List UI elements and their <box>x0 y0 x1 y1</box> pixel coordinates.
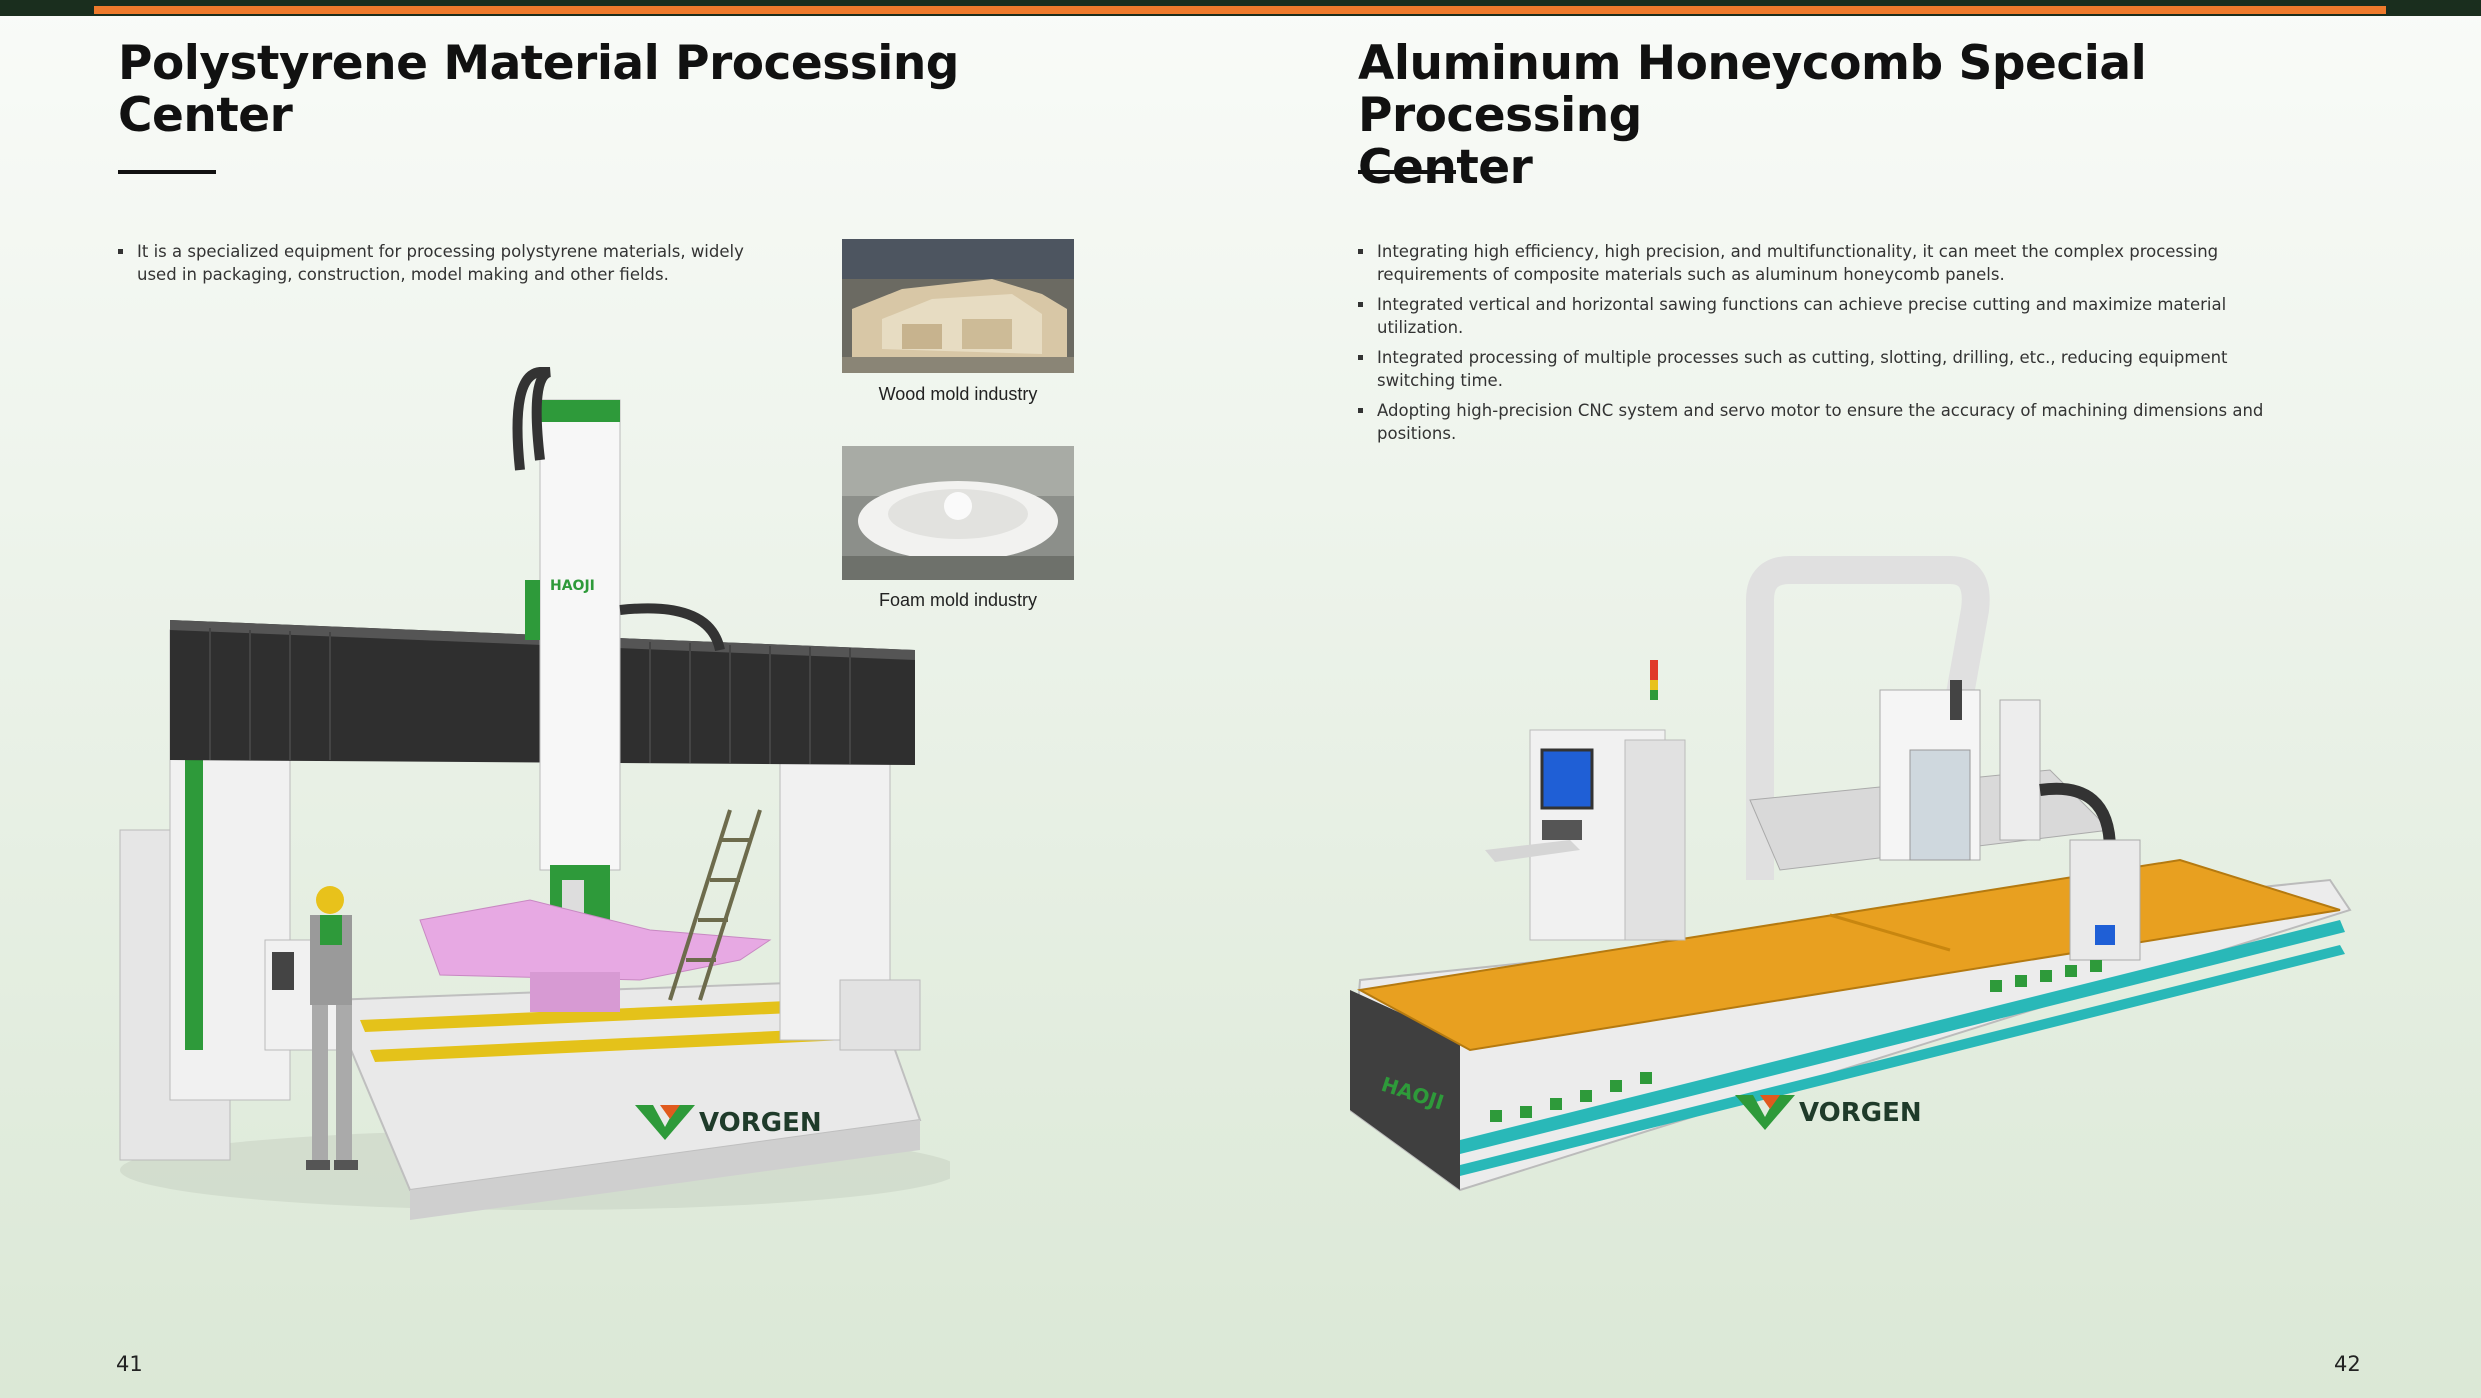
left-page: Polystyrene Material Processing Center I… <box>0 0 1240 1398</box>
top-accent-stripe <box>94 6 2386 14</box>
polystyrene-machine-illustration: HAOJI <box>110 360 960 1245</box>
top-bar <box>0 0 2481 16</box>
left-bullet-list: It is a specialized equipment for proces… <box>118 240 748 293</box>
left-title-line1: Polystyrene Material Processing <box>118 36 959 91</box>
right-page-title: Aluminum Honeycomb Special Processing Ce… <box>1358 38 2398 194</box>
left-bullet-1: It is a specialized equipment for proces… <box>118 240 748 286</box>
foam-mold-caption: Foam mold industry <box>878 590 1038 610</box>
wood-mold-thumbnail <box>842 239 1074 373</box>
right-vorgen-logo-text: VORGEN <box>1799 1098 1922 1128</box>
right-bullet-1: Integrating high efficiency, high precis… <box>1358 240 2268 286</box>
right-bullet-list: Integrating high efficiency, high precis… <box>1358 240 2268 452</box>
right-bullet-4: Adopting high-precision CNC system and s… <box>1358 399 2268 445</box>
left-title-line2: Center <box>118 88 293 143</box>
machine-brand-label: HAOJI <box>550 578 595 594</box>
left-page-title: Polystyrene Material Processing Center <box>118 38 1018 142</box>
right-title-line1: Aluminum Honeycomb Special Processing <box>1358 36 2147 143</box>
left-page-number: 41 <box>116 1352 143 1376</box>
left-vorgen-logo-text: VORGEN <box>699 1108 822 1138</box>
right-page-number: 42 <box>2334 1352 2361 1376</box>
honeycomb-machine-illustration: HAOJI <box>1348 550 2430 1205</box>
wood-mold-caption: Wood mold industry <box>878 384 1038 404</box>
right-title-rule <box>1358 170 1456 174</box>
foam-mold-thumbnail <box>842 446 1074 580</box>
right-bullet-2: Integrated vertical and horizontal sawin… <box>1358 293 2268 339</box>
left-title-rule <box>118 170 216 174</box>
right-page: Aluminum Honeycomb Special Processing Ce… <box>1240 0 2481 1398</box>
right-bullet-3: Integrated processing of multiple proces… <box>1358 346 2268 392</box>
right-title-line2: Center <box>1358 140 1533 195</box>
